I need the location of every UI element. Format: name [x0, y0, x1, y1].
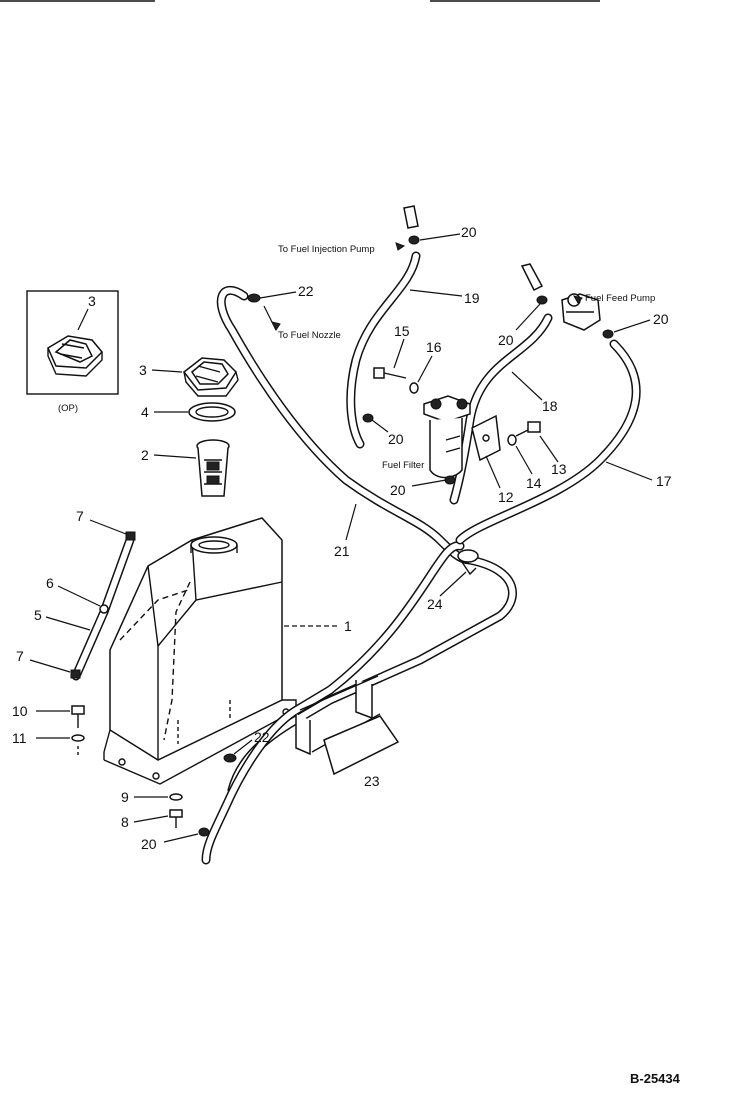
bolt-10-icon	[71, 705, 85, 728]
bracket-23-icon	[295, 675, 400, 776]
callout-3-inset-leader	[77, 308, 89, 331]
callout-21: 21	[334, 543, 350, 559]
callout-20-feed-right: 20	[653, 311, 669, 327]
callout-2: 2	[141, 447, 149, 463]
callout-20-feed-left: 20	[498, 332, 514, 348]
callout-14: 14	[526, 475, 542, 491]
drain-plug-8-icon	[169, 809, 183, 828]
callout-7-bottom: 7	[16, 648, 24, 664]
nut-20-injection-icon	[408, 235, 420, 245]
note-fuel-filter: Fuel Filter	[382, 460, 424, 471]
arrow-feed-pump-icon	[572, 295, 583, 304]
drawing-reference: B-25434	[630, 1071, 681, 1086]
washer-11-icon	[71, 734, 85, 742]
callout-19: 19	[464, 290, 480, 306]
fitting-injection-pump-icon	[403, 205, 419, 229]
fuel-tank-icon	[103, 517, 297, 785]
callout-5: 5	[34, 607, 42, 623]
callout-7-top: 7	[76, 508, 84, 524]
callout-20-tank: 20	[141, 836, 157, 852]
fuel-tank-cap-icon	[182, 357, 239, 397]
callout-9: 9	[121, 789, 129, 805]
nut-22-nozzle-icon	[247, 293, 261, 303]
note-injection-pump: To Fuel Injection Pump	[278, 244, 375, 255]
clamp-24-icon	[457, 549, 479, 576]
nut-20-tank-icon	[198, 827, 210, 837]
gasket-icon	[188, 402, 236, 422]
callout-15: 15	[394, 323, 410, 339]
fitting-feed-pump-icon	[520, 263, 544, 292]
option-label: (OP)	[58, 403, 78, 414]
callout-16: 16	[426, 339, 442, 355]
option-inset: 3 (OP)	[26, 290, 119, 414]
callout-11: 11	[12, 730, 27, 746]
callout-1: 1	[344, 618, 352, 634]
callout-6: 6	[46, 575, 54, 591]
arrow-nozzle-icon	[271, 321, 281, 331]
callout-17: 17	[656, 473, 672, 489]
clamp-top-icon	[125, 531, 136, 541]
nut-20-feed-right-icon	[602, 329, 614, 339]
clamp-bottom-icon	[70, 669, 81, 679]
callout-12: 12	[498, 489, 514, 505]
callout-3: 3	[139, 362, 147, 378]
callout-22-bottom: 22	[254, 729, 270, 745]
callout-20-filter: 20	[388, 431, 404, 447]
nut-22-tank-icon	[223, 753, 237, 763]
callout-24: 24	[427, 596, 443, 612]
filter-bracket-12-icon	[471, 414, 501, 462]
callout-13: 13	[551, 461, 567, 477]
callout-20-filter-bottom: 20	[390, 482, 406, 498]
callout-4: 4	[141, 404, 149, 420]
callout-22-top: 22	[298, 283, 314, 299]
fuel-filter-icon	[423, 395, 471, 479]
nut-20-filter-bottom-icon	[444, 475, 456, 485]
level-gauge-tube-icon	[70, 531, 136, 681]
note-fuel-nozzle: To Fuel Nozzle	[278, 330, 341, 341]
callout-23: 23	[364, 773, 380, 789]
callout-18: 18	[542, 398, 558, 414]
note-fuel-feed-pump: Fuel Feed Pump	[585, 293, 655, 304]
nut-20-feed-left-icon	[536, 295, 548, 305]
washer-9-icon	[169, 793, 183, 801]
nut-20-filter-icon	[362, 413, 374, 423]
callout-3-inset: 3	[88, 293, 96, 309]
callout-10: 10	[12, 703, 28, 719]
arrow-injection-icon	[395, 242, 406, 251]
washer-14-icon	[507, 434, 517, 446]
strainer-icon	[196, 439, 230, 497]
bolt-15-icon	[373, 367, 407, 379]
callout-8: 8	[121, 814, 129, 830]
inset-cap-icon	[47, 335, 104, 377]
inset-frame	[26, 290, 119, 395]
bolt-13-icon	[515, 421, 541, 437]
callout-20-injection: 20	[461, 224, 477, 240]
washer-16-icon	[409, 382, 419, 394]
